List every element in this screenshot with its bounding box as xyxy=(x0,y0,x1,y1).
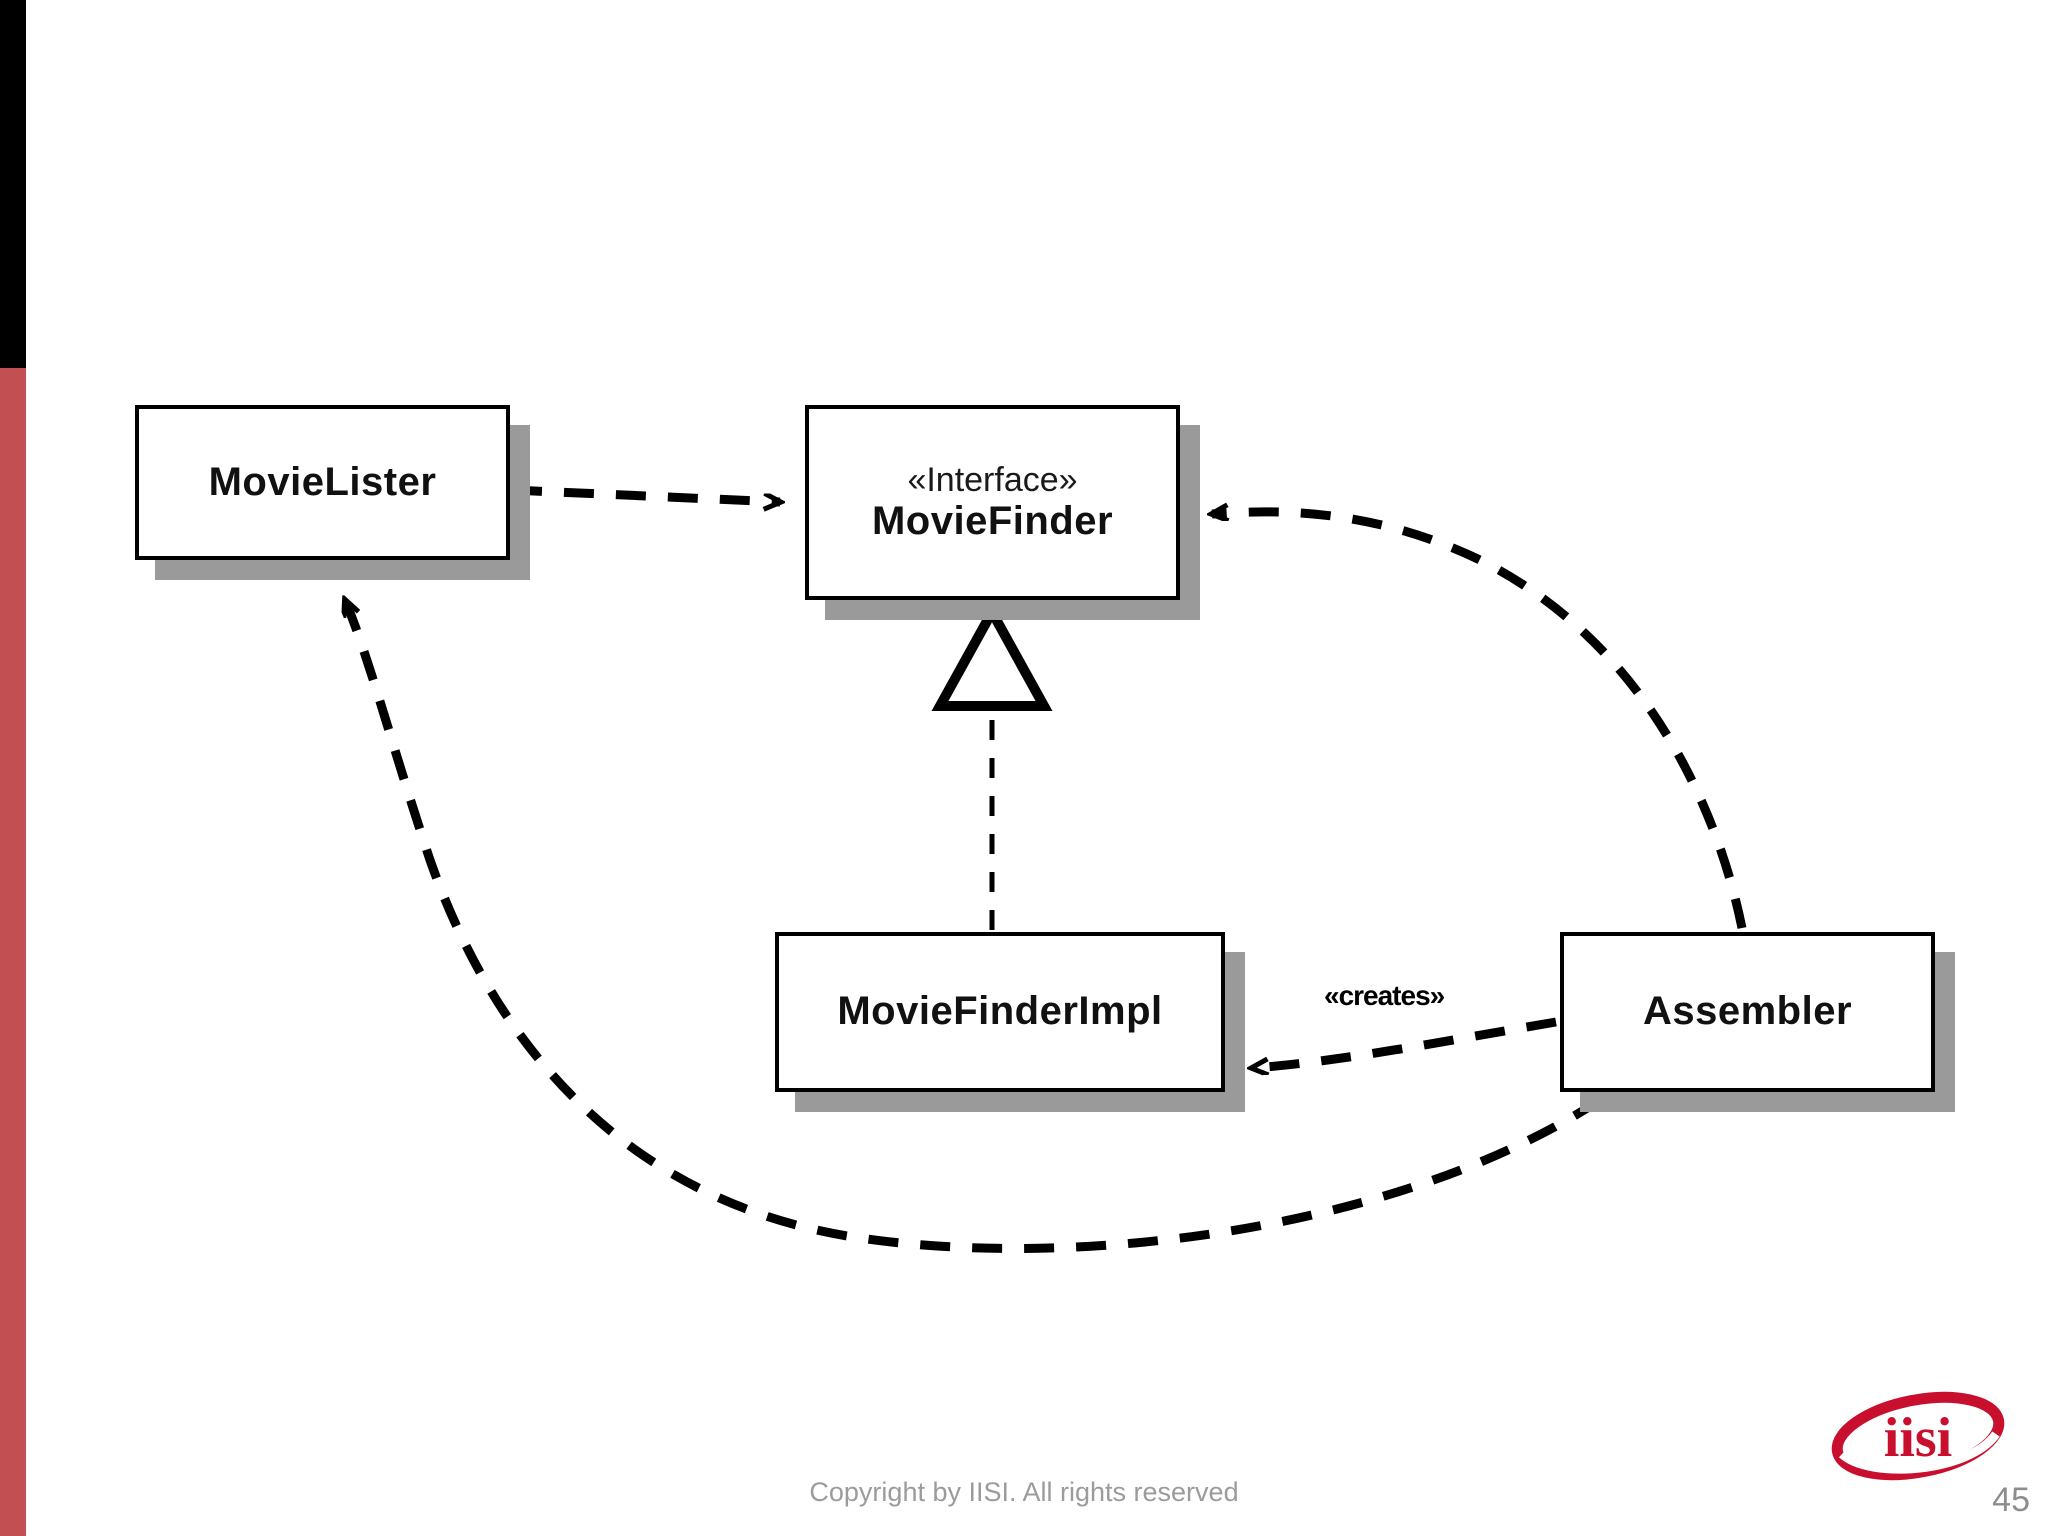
class-box-assembler[interactable]: Assembler xyxy=(1560,932,1935,1092)
connector-assembler-creates-impl xyxy=(1252,1017,1557,1068)
connector-assembler-to-finder xyxy=(1212,512,1747,929)
page-number: 45 xyxy=(1992,1481,2030,1519)
class-box-movie-finder[interactable]: «Interface» MovieFinder xyxy=(805,405,1180,600)
iisi-logo-text: iisi xyxy=(1884,1407,1952,1469)
accent-bar-red xyxy=(0,368,26,1536)
footer-copyright: Copyright by IISI. All rights reserved xyxy=(809,1477,1239,1507)
accent-bar-black xyxy=(0,0,26,368)
connector-lister-to-finder xyxy=(511,485,780,502)
class-name-movie-finder-impl: MovieFinderImpl xyxy=(837,989,1163,1034)
class-name-movie-finder: MovieFinder xyxy=(871,498,1114,543)
class-box-movie-finder-impl[interactable]: MovieFinderImpl xyxy=(775,932,1225,1092)
class-name-assembler: Assembler xyxy=(1642,989,1853,1034)
class-stereotype-movie-finder: «Interface» xyxy=(907,461,1078,500)
connector-assembler-to-lister xyxy=(340,600,1603,1253)
realization-triangle xyxy=(931,601,1053,711)
class-box-movie-lister[interactable]: MovieLister xyxy=(135,405,510,560)
connector-impl-realizes-finder xyxy=(931,601,1053,930)
iisi-logo: iisi xyxy=(1831,1391,2005,1481)
class-name-movie-lister: MovieLister xyxy=(208,459,437,504)
edge-label-creates: «creates» xyxy=(1322,980,1447,1012)
